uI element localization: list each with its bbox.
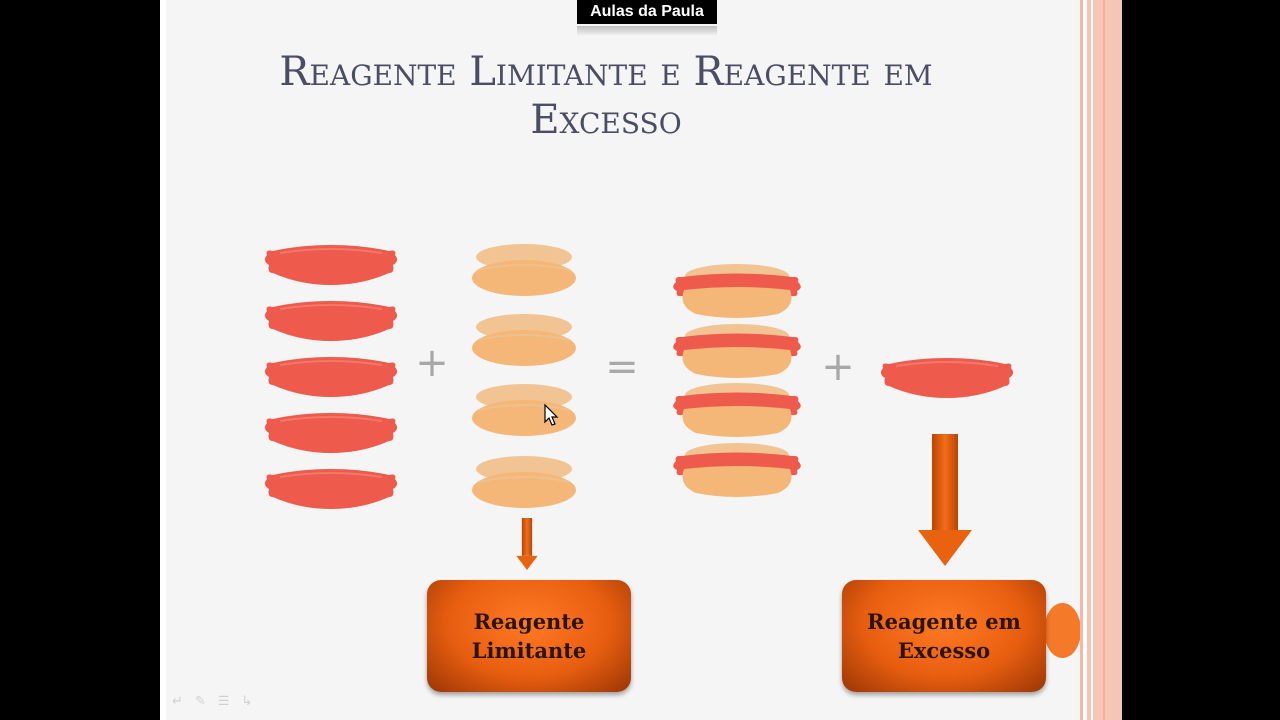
hotdogs-group: [673, 264, 801, 497]
hotdog-4: [673, 443, 801, 497]
plus-operator-1: +: [415, 340, 449, 386]
bun-3: [472, 383, 576, 437]
excess-reagent-label: Reagente em Excesso: [867, 609, 1021, 663]
buns-group: [472, 243, 576, 509]
sausage-4: [264, 412, 398, 454]
sausage-1: [264, 244, 398, 286]
stripe-2: [1087, 0, 1091, 720]
down-arrow-excess: [918, 434, 972, 566]
orange-circle-shape: [1044, 603, 1081, 658]
back-icon[interactable]: ↵: [172, 693, 183, 708]
slideshow-toolbar: ↵ ✎ ☰ ↳: [172, 693, 252, 709]
plus-operator-2: +: [821, 344, 855, 390]
bun-2: [472, 313, 576, 367]
watermark-label: Aulas da Paula: [577, 0, 717, 24]
bun-4: [472, 455, 576, 509]
pen-icon[interactable]: ✎: [194, 693, 206, 708]
sausage-3: [264, 356, 398, 398]
stripe-3: [1093, 0, 1122, 720]
sausage-5: [264, 468, 398, 510]
hotdog-3: [673, 383, 801, 437]
sausage-2: [264, 300, 398, 342]
leftover-sausage: [880, 357, 1014, 399]
limiting-reagent-label: Reagente Limitante: [471, 609, 587, 663]
stripe-1: [1080, 0, 1083, 720]
slide-title: Reagente Limitante e Reagente em Excesso: [279, 49, 933, 143]
slide: Aulas da Paula Reagente Limitante e Reag…: [160, 0, 1122, 720]
mouse-cursor: [544, 403, 559, 426]
limiting-reagent-box: Reagente Limitante: [427, 580, 631, 692]
down-arrow-limiting: [516, 518, 538, 570]
equals-operator: =: [605, 344, 639, 390]
reaction-diagram: + = +: [264, 243, 1014, 570]
excess-reagent-box: Reagente em Excesso: [842, 580, 1046, 692]
stripe-4: [1103, 0, 1105, 720]
hotdog-2: [673, 324, 801, 378]
menu-icon[interactable]: ☰: [217, 693, 230, 708]
sausages-group: [264, 244, 398, 510]
next-icon[interactable]: ↳: [241, 693, 253, 708]
watermark-reflection: [577, 26, 717, 36]
hotdog-1: [673, 264, 801, 318]
slide-canvas: Aulas da Paula Reagente Limitante e Reag…: [166, 0, 1081, 720]
bun-1: [472, 243, 576, 297]
